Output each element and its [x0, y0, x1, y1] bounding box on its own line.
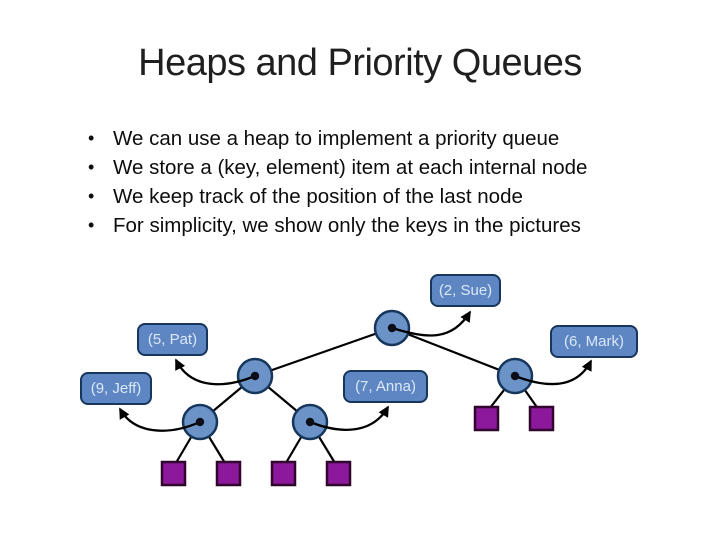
- arrow-dot: [250, 371, 260, 381]
- bullet-list: We can use a heap to implement a priorit…: [86, 124, 706, 240]
- callout-label-anna: (7, Anna): [343, 370, 428, 403]
- leaf-node: [325, 460, 352, 487]
- arrow-dot: [305, 417, 315, 427]
- edge-root-left: [254, 326, 393, 378]
- callout-label-sue: (2, Sue): [430, 274, 501, 307]
- leaf-node: [473, 405, 500, 432]
- leaf-node: [528, 405, 555, 432]
- callout-label-pat: (5, Pat): [137, 323, 208, 356]
- callout-text: (5, Pat): [147, 331, 198, 348]
- leaf-node: [270, 460, 297, 487]
- callout-text: (7, Anna): [355, 378, 416, 395]
- edge-root-right: [391, 326, 516, 378]
- bullet-item: We can use a heap to implement a priorit…: [86, 124, 706, 153]
- arrow-dot: [510, 371, 520, 381]
- arrow-to-pat-label: [174, 358, 256, 386]
- callout-text: (9, Jeff): [90, 380, 142, 397]
- bullet-item: We store a (key, element) item at each i…: [86, 153, 706, 182]
- callout-label-jeff: (9, Jeff): [80, 372, 152, 405]
- callout-arrows: [118, 310, 593, 432]
- leaf-nodes: [160, 405, 555, 487]
- arrow-to-anna-label: [309, 405, 389, 431]
- slide-title: Heaps and Priority Queues: [138, 42, 582, 84]
- bullet-item: For simplicity, we show only the keys in…: [86, 211, 706, 240]
- arrow-start-dots: [195, 323, 520, 427]
- leaf-node: [215, 460, 242, 487]
- arrow-to-jeff-label: [118, 407, 201, 432]
- arrow-to-mark-label: [514, 359, 593, 386]
- arrow-dot: [195, 417, 205, 427]
- leaf-node: [160, 460, 187, 487]
- callout-text: (2, Sue): [438, 282, 493, 299]
- arrow-dot: [387, 323, 397, 333]
- arrow-to-sue-label: [391, 310, 471, 337]
- bullet-item: We keep track of the position of the las…: [86, 182, 706, 211]
- callout-label-mark: (6, Mark): [550, 325, 638, 358]
- callout-text: (6, Mark): [564, 333, 624, 350]
